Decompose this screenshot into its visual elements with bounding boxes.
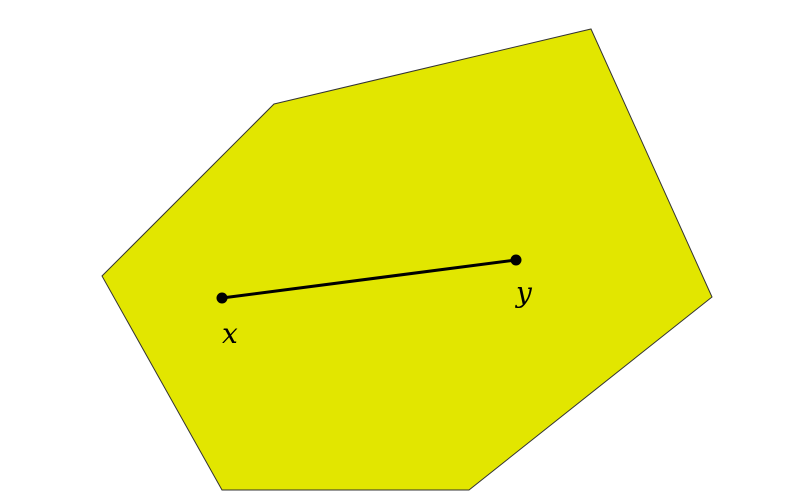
- point-y-label: y: [514, 276, 533, 309]
- segment-x-y: [220, 258, 518, 300]
- point-x-label: x: [222, 317, 238, 350]
- convex-polygon: [101, 28, 713, 491]
- point-x-dot: [216, 292, 228, 304]
- point-y-dot: [510, 254, 522, 266]
